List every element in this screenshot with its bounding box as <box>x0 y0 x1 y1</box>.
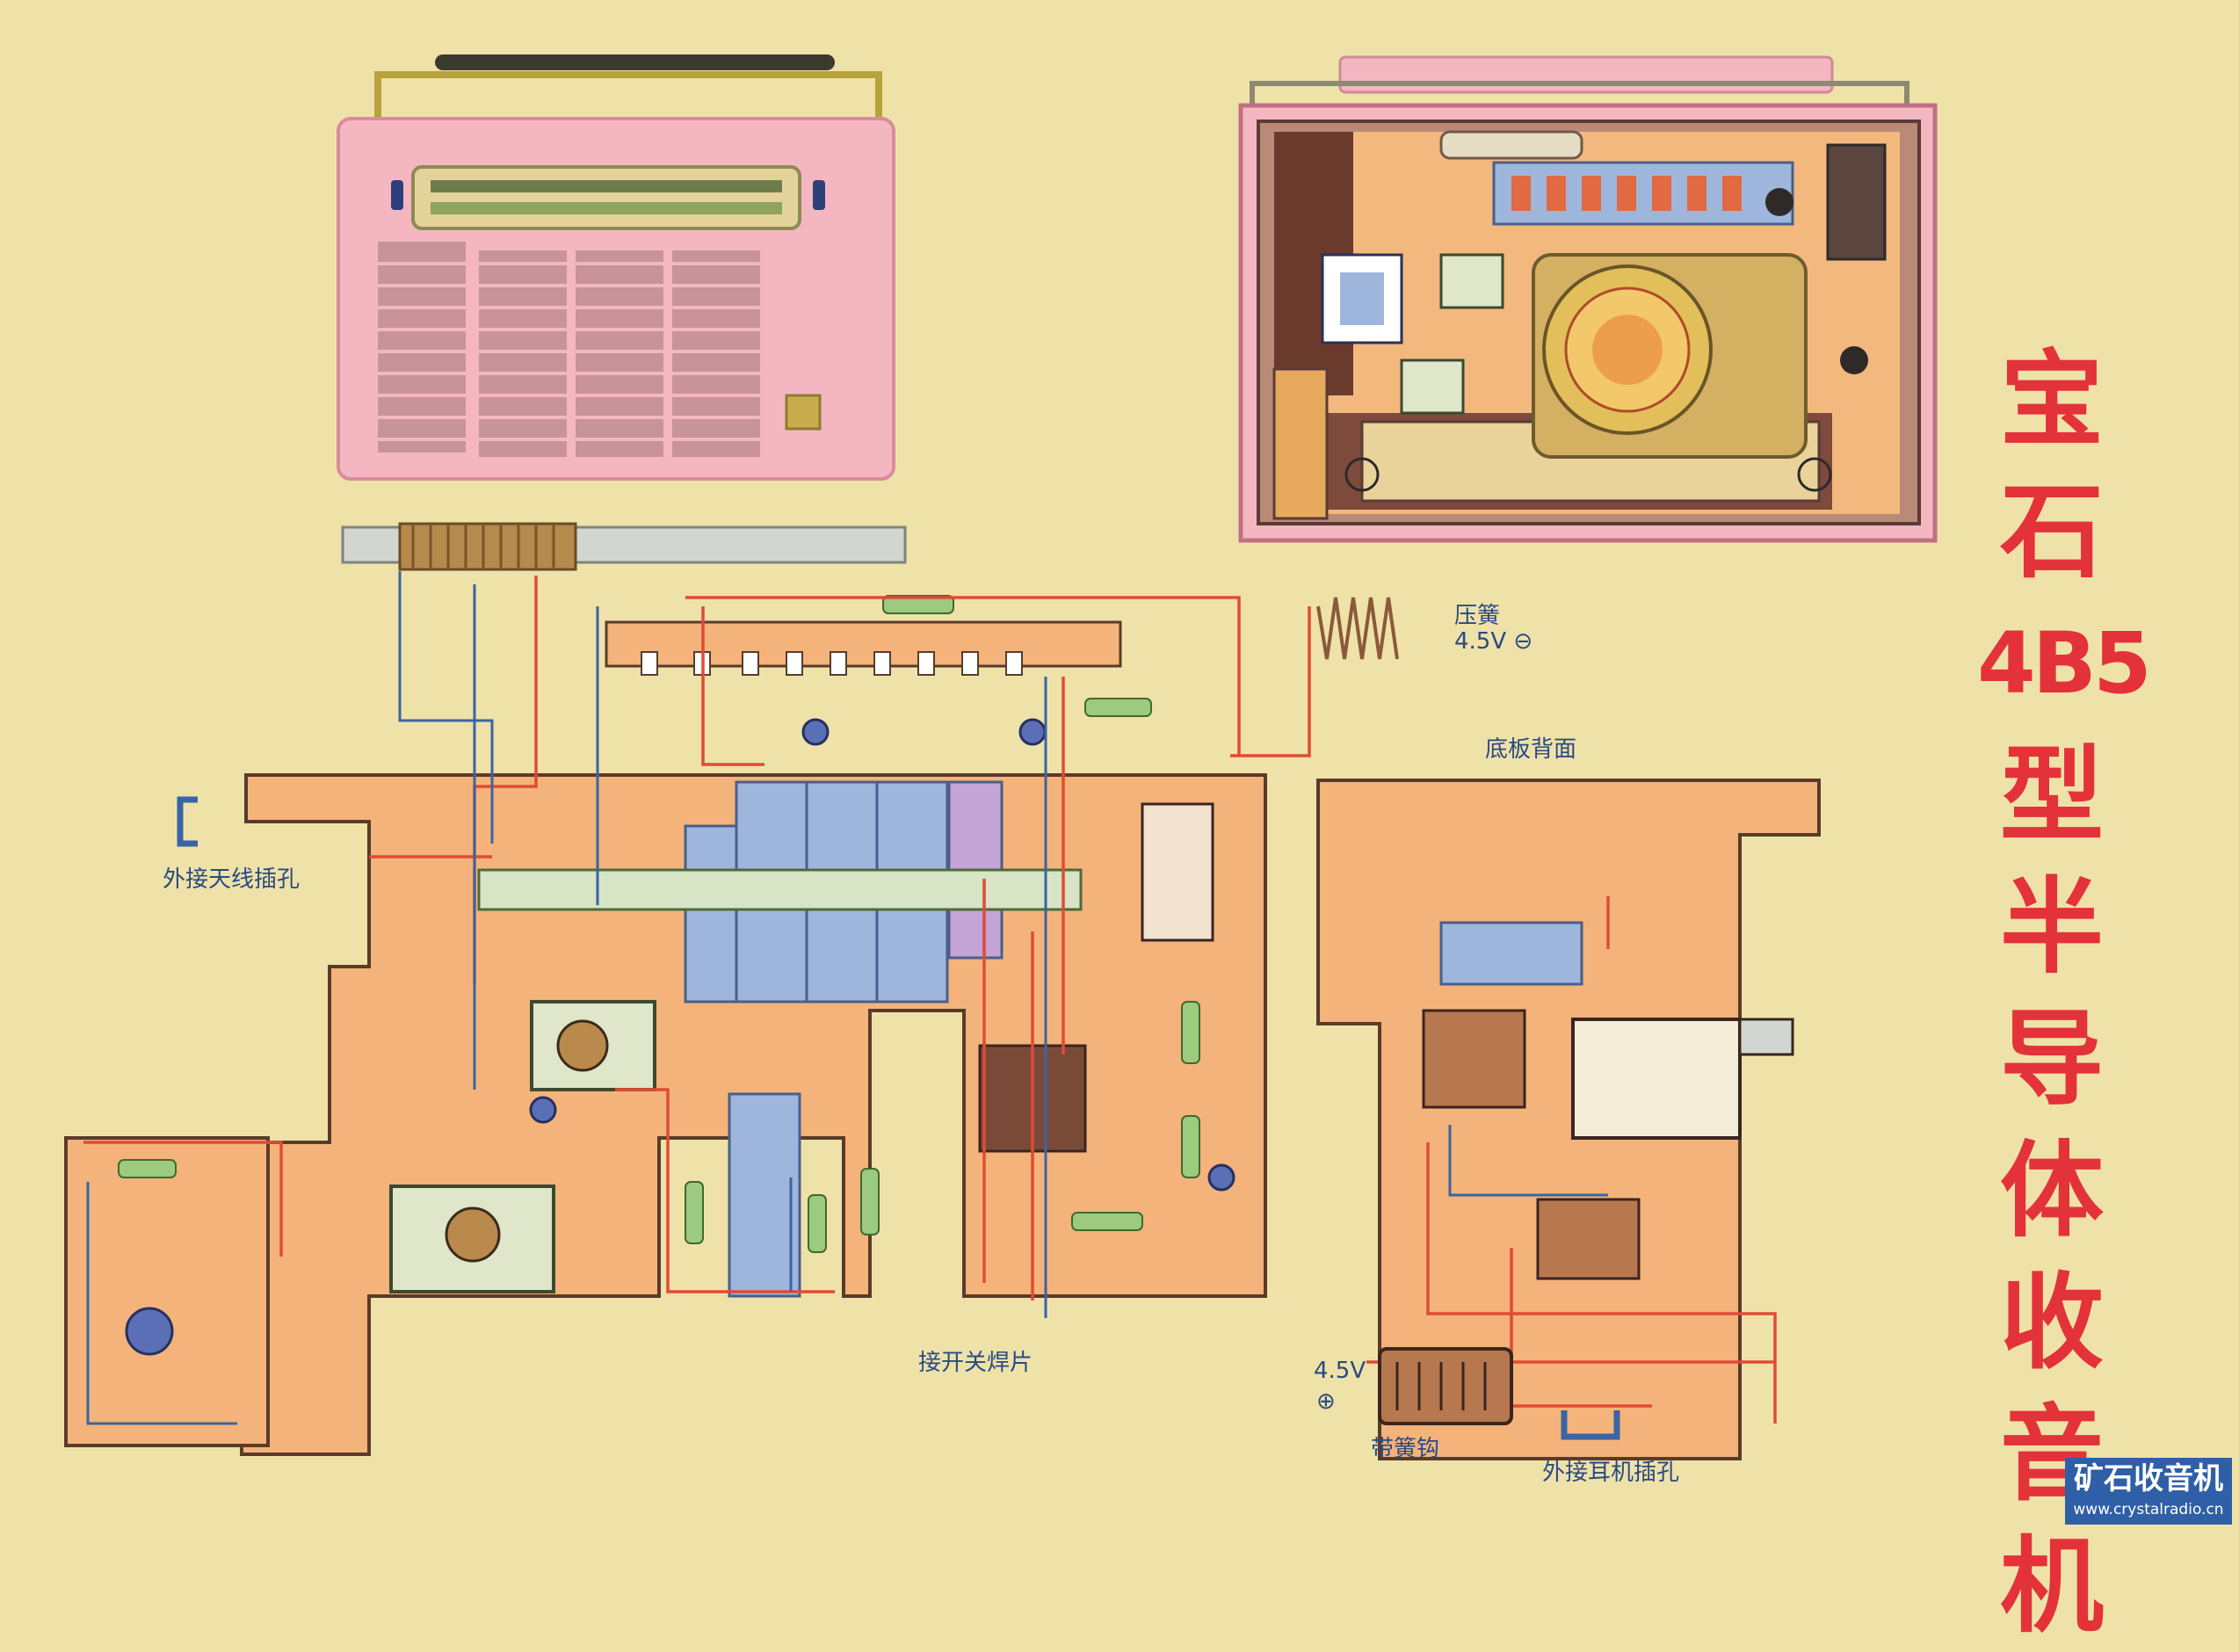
terminal-strip <box>605 620 1122 668</box>
radio-front-icon <box>337 54 895 481</box>
resistors <box>118 595 1200 1253</box>
title-model: 4B5 <box>1977 614 2152 713</box>
spring-label: 压簧 <box>1454 603 1501 629</box>
spring-voltage-label: 4.5V ⊖ <box>1454 628 1533 655</box>
diagram-title: 宝 石 4B5 型 半 导 体 收 音 机 <box>1977 334 2152 1652</box>
board-back-label: 底板背面 <box>1485 736 1577 763</box>
ext-antenna-label: 外接天线插孔 <box>163 866 301 893</box>
title-char: 体 <box>1999 1130 2104 1251</box>
ext-earphone-label: 外接耳机插孔 <box>1542 1460 1680 1486</box>
diagram-stage: 宝 石 4B5 型 半 导 体 收 音 机 压簧 4.5V ⊖ 底板背面 外接天… <box>64 54 2232 1647</box>
battery-voltage-label: 4.5V <box>1314 1358 1366 1384</box>
title-char: 收 <box>1999 1262 2104 1383</box>
battery-clip-label: 带簧钩 <box>1371 1436 1440 1462</box>
wires-blue <box>86 571 1608 1425</box>
battery-icon <box>1378 1347 1513 1425</box>
spring-icon <box>1316 597 1399 660</box>
site-watermark: 矿石收音机 www.crystalradio.cn <box>2065 1458 2232 1525</box>
small-board <box>64 1136 270 1447</box>
watermark-title: 矿石收音机 <box>2074 1461 2223 1496</box>
title-char: 型 <box>1999 735 2104 856</box>
title-char: 宝 <box>1999 339 2104 460</box>
radio-back-icon <box>1238 55 1938 543</box>
switch-wire-label: 接开关焊片 <box>918 1350 1033 1376</box>
title-char: 机 <box>1999 1525 2104 1647</box>
if-coils <box>389 1000 656 1293</box>
title-char: 石 <box>1999 471 2104 592</box>
earphone-jack-icon <box>1561 1410 1620 1440</box>
watermark-url: www.crystalradio.cn <box>2073 1501 2224 1518</box>
transistors <box>125 718 1235 1356</box>
title-char: 导 <box>1999 998 2104 1119</box>
title-char: 半 <box>1999 866 2104 988</box>
antenna-coil-icon <box>341 522 907 571</box>
antenna-jack-icon <box>177 796 198 847</box>
wiring-diagram <box>64 54 1938 1460</box>
battery-plus-label: ⊕ <box>1316 1388 1336 1415</box>
